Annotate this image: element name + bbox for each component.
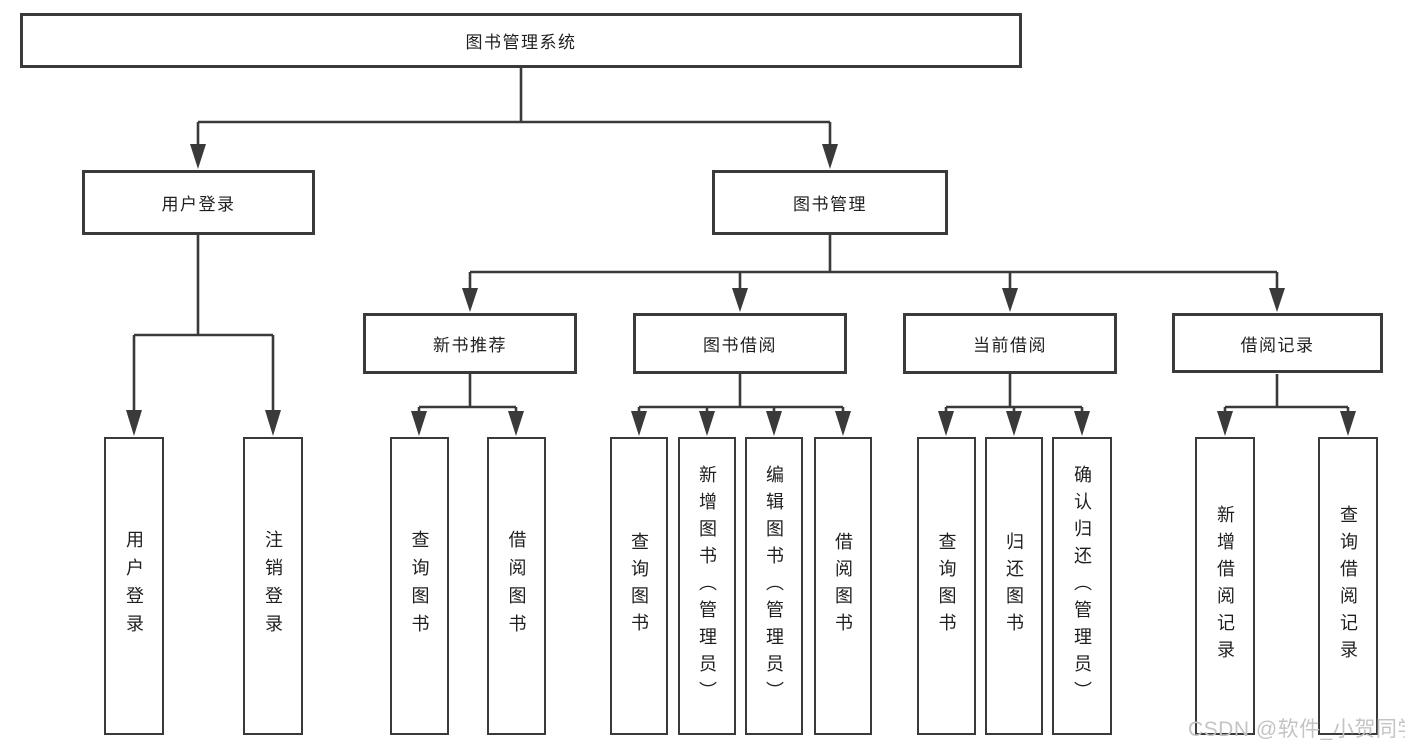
leaf-current-return-books: 归还图书 [985,437,1043,735]
node-new-book-recommend: 新书推荐 [363,313,577,374]
leaf-newbook-borrow-books: 借阅图书 [487,437,546,735]
leaf-borrow-query-books: 查询图书 [610,437,668,735]
leaf-newbook-query-books: 查询图书 [390,437,449,735]
leaf-current-query-books: 查询图书 [917,437,976,735]
node-current-borrow: 当前借阅 [903,313,1117,374]
leaf-records-query-record: 查询借阅记录 [1318,437,1378,735]
leaf-borrow-borrow-books: 借阅图书 [814,437,872,735]
node-borrow-records: 借阅记录 [1172,313,1383,373]
leaf-logout: 注销登录 [243,437,303,735]
leaf-current-confirm-return-admin: 确认归还（管理员） [1052,437,1112,735]
node-book-management: 图书管理 [712,170,948,235]
node-user-login: 用户登录 [82,170,315,235]
node-root-system: 图书管理系统 [20,13,1022,68]
leaf-borrow-add-book-admin: 新增图书（管理员） [678,437,736,735]
leaf-records-add-record: 新增借阅记录 [1195,437,1255,735]
watermark: CSDN @软件_小贺同学 [1188,718,1405,741]
leaf-borrow-edit-book-admin: 编辑图书（管理员） [745,437,803,735]
leaf-user-login: 用户登录 [104,437,164,735]
node-book-borrow: 图书借阅 [633,313,847,374]
